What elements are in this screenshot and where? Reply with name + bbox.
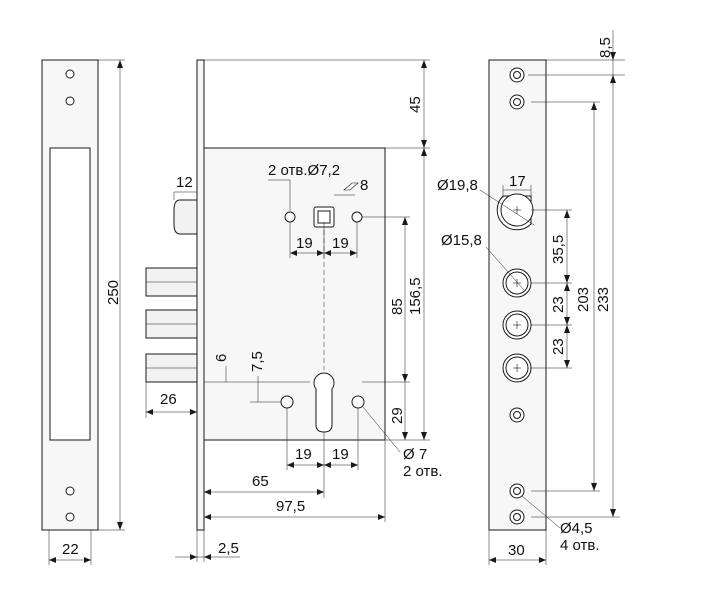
square-symbol-icon xyxy=(343,182,359,191)
faceplate-hole xyxy=(65,96,75,106)
dim-faceplate-height: 250 xyxy=(105,280,122,305)
spindle-square-inner xyxy=(317,210,331,224)
dim-bottom-gap: 29 xyxy=(389,407,406,424)
dim-spindle-square: 8 xyxy=(360,177,368,194)
dim-strike-233: 233 xyxy=(595,287,612,312)
dim-body-thickness: 2,5 xyxy=(218,540,239,557)
spindle-fix-hole xyxy=(351,211,363,223)
dim-cyl-holes-dia: Ø 7 xyxy=(403,446,427,463)
dim-strike-mid-dia: Ø15,8 xyxy=(441,232,482,249)
dim-cyl-left: 19 xyxy=(295,446,312,463)
strike-screw-hole xyxy=(509,509,525,525)
faceplate-view: 250 22 xyxy=(41,59,125,565)
dim-strike-355: 35,5 xyxy=(550,235,567,264)
strike-plate-view: 8,5 Ø19,8 17 Ø15,8 35,5 23 23 203 xyxy=(437,30,625,565)
dim-faceplate-width: 22 xyxy=(62,541,79,558)
dim-small-6: 6 xyxy=(213,354,230,362)
lock-body-view: 12 2 отв.Ø7,2 8 19 19 45 85 xyxy=(145,59,443,562)
dim-screw-count: 4 отв. xyxy=(560,537,600,554)
front-plate xyxy=(196,59,205,531)
faceplate-slot xyxy=(49,147,91,441)
dim-bolt-offset: 26 xyxy=(160,391,177,408)
dim-center-distance: 85 xyxy=(389,298,406,315)
strike-screw-hole xyxy=(509,67,525,83)
dim-spindle-left: 19 xyxy=(296,235,313,252)
dim-latch-width: 12 xyxy=(176,174,193,191)
dim-spindle-right: 19 xyxy=(332,235,349,252)
dim-strike-203: 203 xyxy=(575,287,592,312)
latch-bolt xyxy=(173,199,198,235)
cylinder-fix-hole xyxy=(351,395,365,409)
faceplate-hole xyxy=(65,69,75,79)
dim-cyl-holes-count: 2 отв. xyxy=(403,463,443,480)
cylinder-fix-hole xyxy=(280,395,294,409)
dim-strike-23a: 23 xyxy=(550,296,567,313)
strike-bolt-hole xyxy=(502,268,532,298)
dim-cyl-right: 19 xyxy=(332,446,349,463)
faceplate-hole xyxy=(65,512,75,522)
cylinder-cutout xyxy=(313,372,335,433)
dim-backset-height: 156,5 xyxy=(407,277,424,315)
strike-bolt-hole xyxy=(502,310,532,340)
strike-screw-hole xyxy=(509,483,525,499)
dim-strike-23b: 23 xyxy=(550,338,567,355)
dim-strike-big-dia: Ø19,8 xyxy=(437,177,478,194)
dim-right-top: 8,5 xyxy=(597,37,614,58)
dim-small-75: 7,5 xyxy=(249,351,266,372)
dim-backset-975: 97,5 xyxy=(276,498,305,515)
strike-screw-hole xyxy=(509,94,525,110)
strike-bolt-hole xyxy=(502,353,532,383)
lock-case xyxy=(203,147,386,441)
dim-strike-big-width: 17 xyxy=(509,173,526,190)
dim-body-top: 45 xyxy=(407,96,424,113)
spindle-fix-hole xyxy=(284,211,296,223)
faceplate-hole xyxy=(65,486,75,496)
dim-screw-dia: Ø4,5 xyxy=(560,520,593,537)
dim-backset-65: 65 xyxy=(252,473,269,490)
dim-spindle-holes: 2 отв.Ø7,2 xyxy=(268,162,340,179)
strike-screw-hole xyxy=(509,407,525,423)
dim-strike-width: 30 xyxy=(508,542,525,559)
